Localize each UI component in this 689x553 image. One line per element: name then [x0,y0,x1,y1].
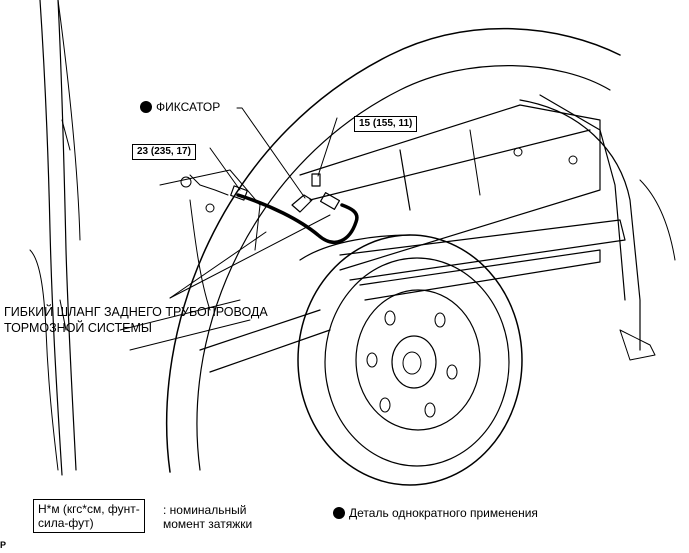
hose-caption-line-2: ТОРМОЗНОЙ СИСТЕМЫ [4,321,152,335]
torque-units-description: : номинальный момент затяжки [163,503,252,531]
torque-units-legend-box: Н*м (кгс*см, фунт- сила-фут) [33,499,145,533]
units-line-2: сила-фут) [38,516,94,530]
single-use-bullet-icon [140,101,152,113]
hose-caption-line-1: ГИБКИЙ ШЛАНГ ЗАДНЕГО ТРУБОПРОВОДА [4,305,268,319]
leader-lines [169,107,338,299]
single-use-dot-icon [333,507,345,519]
torque-left-label: 23 (235, 17) [132,144,196,160]
hose-caption: ГИБКИЙ ШЛАНГ ЗАДНЕГО ТРУБОПРОВОДА ТОРМОЗ… [4,304,268,336]
body-pillar [29,0,81,476]
axle-frame [119,104,626,373]
units-line-1: Н*м (кгс*см, фунт- [38,502,140,516]
corner-mark: P [0,540,7,550]
single-use-legend: Деталь однократного применения [333,506,538,520]
fixator-label: ФИКСАТОР [156,100,221,114]
single-use-legend-text: Деталь однократного применения [349,506,538,520]
brake-drum [297,234,523,486]
brake-hose [180,173,359,244]
units-desc-line-2: момент затяжки [163,517,253,531]
units-desc-line-1: : номинальный [163,503,247,517]
fixator-callout: ФИКСАТОР [140,100,220,114]
torque-upper-label: 15 (155, 11) [354,116,418,132]
wheel-arch [165,27,676,473]
